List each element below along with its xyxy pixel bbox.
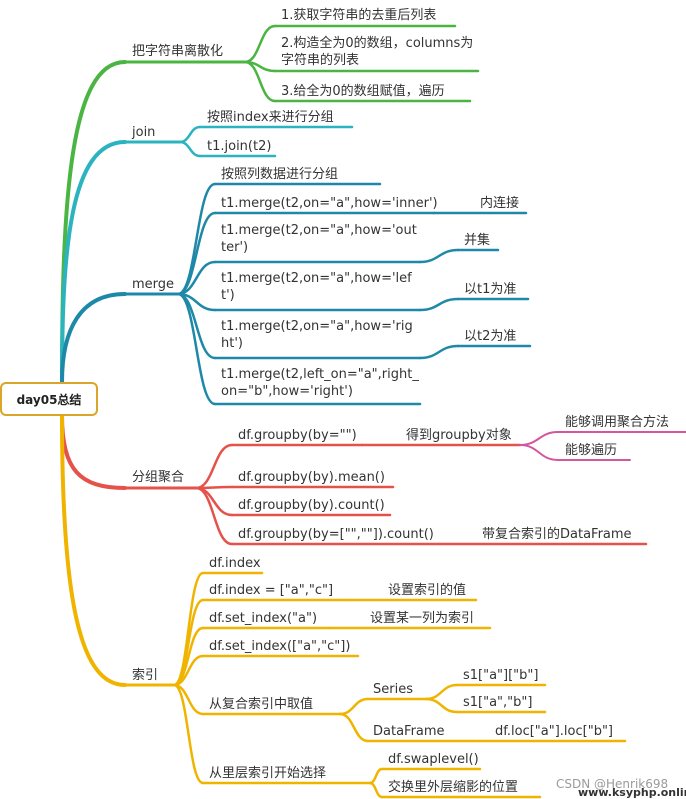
- index-multi-series-item-2[interactable]: s1["a","b"]: [463, 695, 533, 710]
- root-node[interactable]: day05总结: [0, 382, 98, 416]
- branch-merge-label[interactable]: merge: [132, 277, 175, 292]
- index-item-1[interactable]: df.index: [209, 556, 261, 571]
- merge-item-2[interactable]: t1.merge(t2,on="a",how='inner'): [221, 196, 438, 211]
- groupby-note-object[interactable]: 得到groupby对象: [406, 428, 512, 443]
- index-inner-swap[interactable]: df.swaplevel(): [388, 752, 479, 767]
- discretize-item-2[interactable]: 2.构造全为0的数组，columns为字符串的列表: [281, 36, 474, 68]
- edge-index-series-1: [424, 683, 459, 701]
- index-multi-dataframe-item[interactable]: df.loc["a"].loc["b"]: [495, 724, 613, 739]
- edge-groupby-sub-agg: [519, 431, 559, 446]
- edge-merge-3: [176, 260, 217, 296]
- discretize-item-3[interactable]: 3.给全为0的数组赋值，遍历: [281, 84, 445, 99]
- edge-index-inner-1: [368, 767, 384, 785]
- edge-merge-6: [176, 292, 217, 406]
- groupby-item-1[interactable]: df.groupby(by=""): [238, 428, 357, 443]
- groupby-item-2[interactable]: df.groupby(by).mean(): [238, 470, 385, 485]
- root-edge-index: [60, 414, 127, 687]
- edge-groupby-4: [194, 486, 234, 546]
- root-edge-join: [60, 140, 127, 384]
- branch-index-label[interactable]: 索引: [132, 668, 159, 683]
- edge-index-4: [172, 654, 205, 687]
- edge-merge-2: [176, 211, 217, 296]
- index-multi-series[interactable]: Series: [373, 682, 413, 697]
- edge-join-2: [178, 140, 202, 158]
- groupby-sub-iterate[interactable]: 能够遍历: [565, 443, 618, 458]
- groupby-note-multiindex[interactable]: 带复合索引的DataFrame: [482, 527, 632, 542]
- index-item-multi[interactable]: 从复合索引中取值: [209, 697, 314, 712]
- edge-merge-note-left: [418, 297, 460, 312]
- groupby-item-4[interactable]: df.groupby(by=["",""]).count(): [238, 527, 434, 542]
- index-multi-series-item-1[interactable]: s1["a"]["b"]: [463, 668, 539, 683]
- merge-note-inner[interactable]: 内连接: [480, 196, 520, 211]
- branch-join-label[interactable]: join: [132, 125, 156, 140]
- watermark: CSDN @Henrik698: [556, 777, 669, 791]
- index-note-set[interactable]: 设置索引的值: [388, 583, 467, 598]
- edge-merge-note-right: [418, 344, 460, 360]
- edge-index-6: [172, 683, 205, 785]
- edge-index-dataframe: [338, 712, 370, 743]
- index-multi-dataframe[interactable]: DataFrame: [373, 724, 445, 739]
- merge-note-right[interactable]: 以t2为准: [464, 329, 517, 344]
- root-edge-merge: [60, 292, 127, 384]
- site-watermark: www.ksyphp.online: [578, 786, 686, 799]
- edge-index-inner-2: [368, 781, 384, 799]
- merge-item-1[interactable]: 按照列数据进行分组: [221, 167, 339, 182]
- branch-discretize-label[interactable]: 把字符串离散化: [132, 44, 224, 59]
- edge-merge-note-outer: [418, 248, 460, 264]
- edge-discretize-1: [243, 24, 277, 64]
- index-item-3[interactable]: df.set_index("a"): [209, 611, 318, 626]
- edge-groupby-3: [194, 486, 234, 517]
- discretize-item-1[interactable]: 1.获取字符串的去重后列表: [281, 8, 437, 23]
- branch-groupby-label[interactable]: 分组聚合: [132, 470, 185, 485]
- edge-index-series-2: [424, 697, 459, 714]
- index-inner-swap-note[interactable]: 交换里外层缩影的位置: [388, 780, 519, 795]
- edge-index-series: [338, 697, 370, 716]
- index-item-4[interactable]: df.set_index(["a","c"]): [209, 639, 351, 654]
- merge-note-left[interactable]: 以t1为准: [464, 282, 517, 297]
- merge-note-outer[interactable]: 并集: [464, 233, 491, 248]
- merge-item-4[interactable]: t1.merge(t2,on="a",how='left'): [221, 271, 412, 303]
- edge-discretize-3: [243, 60, 277, 103]
- merge-item-5[interactable]: t1.merge(t2,on="a",how='right'): [221, 319, 413, 351]
- groupby-item-3[interactable]: df.groupby(by).count(): [238, 498, 385, 513]
- edge-groupby-sub-iterate: [519, 444, 559, 461]
- merge-item-3[interactable]: t1.merge(t2,on="a",how='outter'): [221, 223, 417, 255]
- index-note-setcol[interactable]: 设置某一列为索引: [370, 611, 475, 626]
- edge-join-1: [178, 125, 202, 144]
- index-item-inner[interactable]: 从里层索引开始选择: [209, 766, 327, 781]
- edge-groupby-1: [194, 443, 234, 490]
- groupby-sub-agg[interactable]: 能够调用聚合方法: [565, 415, 670, 430]
- index-item-2[interactable]: df.index = ["a","c"]: [209, 583, 334, 598]
- merge-item-6[interactable]: t1.merge(t2,left_on="a",right_on="b",how…: [221, 367, 419, 399]
- join-item-2[interactable]: t1.join(t2): [207, 139, 272, 154]
- join-item-1[interactable]: 按照index来进行分组: [207, 110, 334, 125]
- root-edge-groupby: [60, 414, 127, 490]
